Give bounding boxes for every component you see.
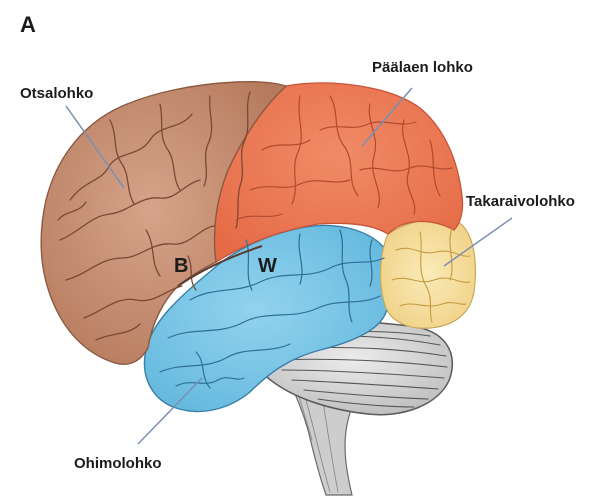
label-temporal-lobe: Ohimolohko bbox=[74, 455, 162, 472]
label-occipital-lobe: Takaraivolohko bbox=[466, 193, 575, 210]
occipital-lobe bbox=[381, 218, 476, 328]
label-broca-area: B bbox=[174, 255, 188, 277]
label-frontal-lobe: Otsalohko bbox=[20, 85, 93, 102]
panel-letter: A bbox=[20, 12, 36, 37]
label-parietal-lobe: Päälaen lohko bbox=[372, 59, 473, 76]
label-wernicke-area: W bbox=[258, 255, 277, 277]
